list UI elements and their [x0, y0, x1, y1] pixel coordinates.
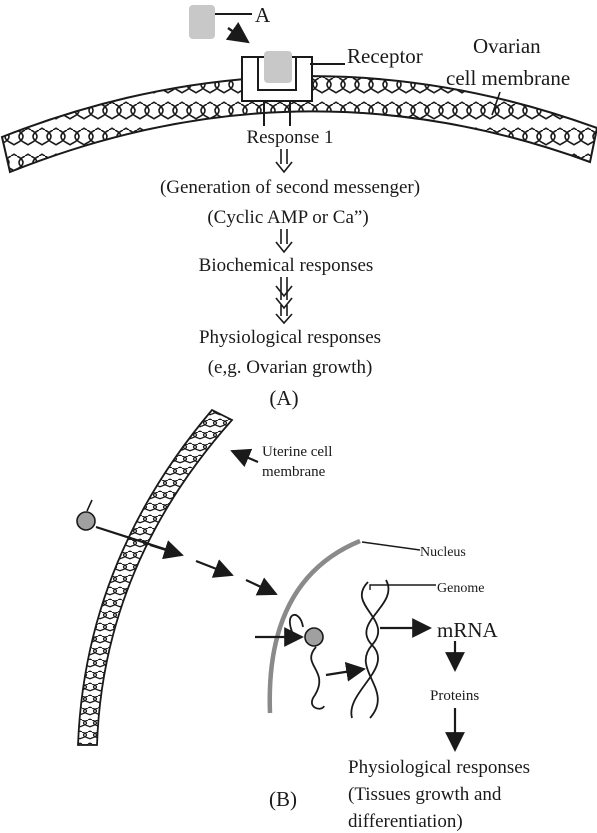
ovarian-membrane-band	[0, 75, 597, 174]
nucleus-leader	[361, 541, 421, 551]
steroid-hormone-ball	[76, 511, 96, 531]
response-line1: Physiological responses	[348, 757, 530, 778]
receptor-label: Receptor	[347, 44, 423, 68]
membrane-label-line1: Ovarian	[473, 34, 541, 58]
path-arrow-3	[245, 577, 278, 596]
genome-leader	[369, 584, 436, 590]
ligand-label: A	[255, 3, 271, 27]
panel-a-caption: (A)	[269, 386, 298, 410]
step-camp-ca: (Cyclic AMP or Ca”)	[207, 207, 368, 228]
panel-b: Uterine cell membrane Nucleus Genome mRN…	[76, 408, 530, 832]
down-arrow-3	[275, 277, 293, 325]
uterine-membrane-arrow	[230, 448, 259, 468]
path-arrow-1	[149, 540, 184, 560]
hormone-tail	[86, 499, 93, 512]
down-arrow-1	[275, 149, 293, 174]
nuclear-envelope	[267, 538, 361, 714]
path-arrow-2	[195, 559, 234, 578]
genome-label: Genome	[437, 581, 484, 596]
membrane-leader	[491, 91, 501, 116]
uterine-membrane-band	[77, 408, 234, 746]
membrane-label-line2: cell membrane	[446, 66, 570, 90]
uterine-label-line2: membrane	[262, 464, 326, 480]
step-second-messenger: (Generation of second messenger)	[160, 177, 420, 198]
receptor-coil	[289, 614, 304, 641]
complex-to-genome-arrow	[325, 662, 366, 682]
down-arrow-2	[275, 229, 293, 254]
receptor-tail	[310, 646, 325, 710]
step-response-1: Response 1	[246, 127, 333, 148]
binding-arrow	[225, 22, 250, 44]
uterine-label-line1: Uterine cell	[262, 444, 332, 460]
response-line2: (Tissues growth and	[348, 784, 502, 805]
step-biochemical: Biochemical responses	[199, 255, 374, 276]
hormone-a-square	[189, 5, 215, 39]
nucleus-label: Nucleus	[420, 545, 466, 560]
step-physiological: Physiological responses	[199, 327, 381, 348]
bound-hormone	[264, 51, 292, 83]
step-ovarian-growth: (e,g. Ovarian growth)	[208, 357, 373, 378]
panel-b-caption: (B)	[269, 787, 297, 811]
response-line3: differentiation)	[348, 811, 463, 832]
receptor	[241, 51, 313, 126]
genome-dna	[350, 579, 390, 719]
proteins-label: Proteins	[430, 688, 479, 704]
hormone-receptor-complex	[304, 627, 324, 647]
mrna-label: mRNA	[437, 618, 499, 642]
panel-a: A Receptor Ovarian cell membrane Respons…	[0, 3, 597, 410]
